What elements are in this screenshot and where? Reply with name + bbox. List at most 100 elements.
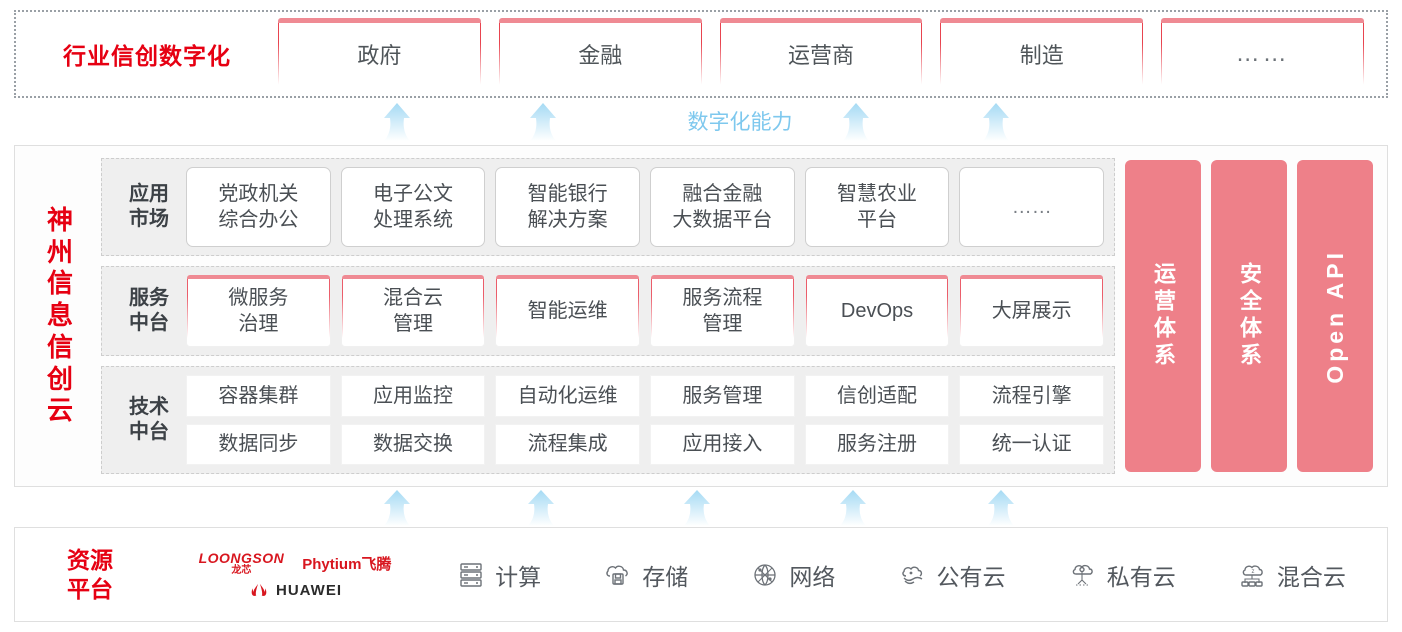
side-panel-label: 安全体系 — [1237, 262, 1262, 370]
svc-cell-label: DevOps — [840, 300, 914, 323]
public-cloud-icon — [898, 560, 928, 590]
svc-cell-smart-ops[interactable]: 智能运维 — [495, 275, 641, 348]
capability-arrow-strip-top: 数字化能力 — [0, 100, 1402, 142]
band-label-app-market: 应用市场 — [129, 183, 169, 230]
side-panel-open-api[interactable]: Open API — [1297, 160, 1373, 472]
resource-item-compute[interactable]: 计算 — [456, 558, 541, 592]
resource-item-label: 私有云 — [1106, 563, 1176, 590]
resource-item-private-cloud[interactable]: 私有云 — [1068, 558, 1176, 592]
tech-cell-app-monitoring[interactable]: 应用监控 — [340, 375, 486, 417]
band-label-service-midend: 服务中台 — [129, 287, 169, 335]
resource-item-hybrid-cloud[interactable]: z 混合云 — [1238, 558, 1346, 592]
industry-box-label: 制造 — [1019, 43, 1064, 68]
huawei-petal-icon — [248, 582, 270, 598]
side-panel-operations-system[interactable]: 运营体系 — [1125, 160, 1201, 472]
tech-cell-row-1: 容器集群 应用监控 自动化运维 服务管理 信创适配 流程引擎 — [186, 375, 1105, 417]
industry-box-label: …… — [1235, 40, 1290, 67]
side-panel-label: Open API — [1321, 248, 1348, 384]
platform-title-char: 云 — [46, 395, 73, 426]
band-label-tech-midend: 技术中台 — [129, 396, 169, 444]
platform-band-column: 应用市场 党政机关综合办公 电子公文处理系统 智能银行解决方案 融合金融大数据平… — [101, 158, 1115, 474]
resource-item-label: 混合云 — [1276, 563, 1346, 590]
tech-cell-app-access[interactable]: 应用接入 — [650, 423, 795, 465]
svc-cell-label: 混合云管理 — [383, 287, 443, 336]
industry-box-label: 运营商 — [787, 43, 854, 68]
side-panel-security-system[interactable]: 安全体系 — [1211, 160, 1287, 472]
svc-cell-big-screen-display[interactable]: 大屏展示 — [959, 275, 1105, 348]
side-panel-label: 运营体系 — [1151, 262, 1176, 370]
industry-box-label: 金融 — [578, 43, 623, 68]
platform-title-char: 信 — [46, 331, 73, 362]
resource-item-network[interactable]: 网络 — [750, 558, 835, 592]
app-cell-more[interactable]: …… — [959, 167, 1105, 248]
tech-cell-data-sync[interactable]: 数据同步 — [186, 423, 331, 465]
resource-item-label: 网络 — [789, 563, 836, 590]
svc-cell-service-process-mgmt[interactable]: 服务流程管理 — [650, 275, 795, 348]
industry-box-telecom[interactable]: 运营商 — [719, 18, 923, 90]
resource-item-label: 计算 — [495, 563, 542, 590]
industry-box-government[interactable]: 政府 — [278, 18, 481, 90]
industry-digitalization-band: 行业信创数字化 政府 金融 运营商 制造 …… — [14, 10, 1388, 98]
band-tech-midend: 技术中台 容器集群 应用监控 自动化运维 服务管理 信创适配 流程引擎 数据同步… — [101, 366, 1115, 474]
phytium-logo: Phytium飞腾 — [302, 555, 392, 573]
tech-cell-xinchuang-adaptation[interactable]: 信创适配 — [804, 375, 950, 417]
svc-cell-label: 智能运维 — [527, 300, 608, 323]
capability-label: 数字化能力 — [687, 111, 793, 134]
loongson-logo-cn: 龙芯 — [231, 564, 252, 576]
tech-cell-service-registry[interactable]: 服务注册 — [804, 423, 950, 465]
tech-cell-service-management[interactable]: 服务管理 — [650, 375, 795, 417]
svc-cell-hybrid-cloud-mgmt[interactable]: 混合云管理 — [340, 275, 486, 348]
app-cell-edoc-system[interactable]: 电子公文处理系统 — [340, 167, 486, 248]
resource-item-storage[interactable]: 存储 — [603, 558, 688, 592]
tech-cell-automated-ops[interactable]: 自动化运维 — [495, 375, 641, 417]
resource-item-label: 存储 — [642, 563, 689, 590]
band-service-midend: 服务中台 微服务治理 混合云管理 智能运维 服务流程管理 DevOps 大屏展示 — [101, 266, 1115, 357]
up-arrow-icon — [676, 487, 718, 527]
server-icon — [456, 560, 486, 590]
platform-body: 应用市场 党政机关综合办公 电子公文处理系统 智能银行解决方案 融合金融大数据平… — [91, 146, 1387, 486]
up-arrow-icon — [975, 102, 1017, 142]
industry-box-more[interactable]: …… — [1161, 18, 1364, 90]
industry-box-list: 政府 金融 运营商 制造 …… — [278, 18, 1386, 90]
svg-text:z: z — [1251, 569, 1254, 575]
industry-box-manufacturing[interactable]: 制造 — [940, 18, 1144, 90]
svc-cell-label: 服务流程管理 — [682, 287, 763, 336]
band-cell-list: 微服务治理 混合云管理 智能运维 服务流程管理 DevOps 大屏展示 — [186, 275, 1105, 348]
svc-cell-microservice-governance[interactable]: 微服务治理 — [186, 275, 331, 348]
huawei-logo: HUAWEI — [248, 582, 342, 599]
tech-cell-container-cluster[interactable]: 容器集群 — [186, 375, 331, 417]
industry-band-title: 行业信创数字化 — [63, 43, 231, 69]
platform-title-vertical: 神 州 信 息 信 创 云 — [15, 146, 91, 486]
band-cell-list: 党政机关综合办公 电子公文处理系统 智能银行解决方案 融合金融大数据平台 智慧农… — [186, 167, 1105, 248]
resource-platform-panel: 资源平台 LOONGSON 龙芯 Phytium飞腾 HUAWEI — [14, 527, 1388, 622]
tech-cell-process-integration[interactable]: 流程集成 — [495, 423, 641, 465]
industry-box-finance[interactable]: 金融 — [498, 18, 702, 90]
app-cell-smart-bank[interactable]: 智能银行解决方案 — [495, 167, 641, 248]
platform-title-char: 州 — [46, 236, 73, 267]
resource-item-public-cloud[interactable]: 公有云 — [898, 558, 1006, 592]
band-app-market: 应用市场 党政机关综合办公 电子公文处理系统 智能银行解决方案 融合金融大数据平… — [101, 158, 1115, 257]
network-globe-icon — [750, 560, 780, 590]
app-cell-government-office[interactable]: 党政机关综合办公 — [186, 167, 331, 248]
resource-item-label: 公有云 — [936, 563, 1006, 590]
platform-title-char: 信 — [46, 268, 73, 299]
tech-cell-data-exchange[interactable]: 数据交换 — [340, 423, 486, 465]
app-cell-finance-bigdata[interactable]: 融合金融大数据平台 — [650, 167, 795, 248]
up-arrow-icon — [835, 102, 877, 142]
svc-cell-label: 大屏展示 — [991, 300, 1072, 323]
tech-cell-process-engine[interactable]: 流程引擎 — [959, 375, 1105, 417]
resource-arrow-strip-bottom — [0, 487, 1402, 527]
hybrid-cloud-icon: z — [1238, 560, 1268, 590]
up-arrow-icon — [520, 487, 562, 527]
up-arrow-icon — [522, 102, 564, 142]
app-cell-smart-agriculture[interactable]: 智慧农业平台 — [804, 167, 950, 248]
up-arrow-icon — [832, 487, 874, 527]
shenzhou-xinchuang-cloud-panel: 神 州 信 息 信 创 云 应用市场 党政机关综合办公 电子公文处理系统 智能银… — [14, 145, 1388, 487]
svc-cell-label: 微服务治理 — [228, 287, 289, 336]
svc-cell-devops[interactable]: DevOps — [804, 275, 950, 348]
tech-cell-unified-auth[interactable]: 统一认证 — [959, 423, 1105, 465]
band-cell-grid: 容器集群 应用监控 自动化运维 服务管理 信创适配 流程引擎 数据同步 数据交换… — [186, 375, 1105, 465]
vendor-logo-row-2: HUAWEI — [248, 582, 342, 599]
resource-item-list: 计算 存储 — [425, 558, 1387, 592]
vendor-logo-group: LOONGSON 龙芯 Phytium飞腾 HUAWEI — [165, 551, 425, 599]
